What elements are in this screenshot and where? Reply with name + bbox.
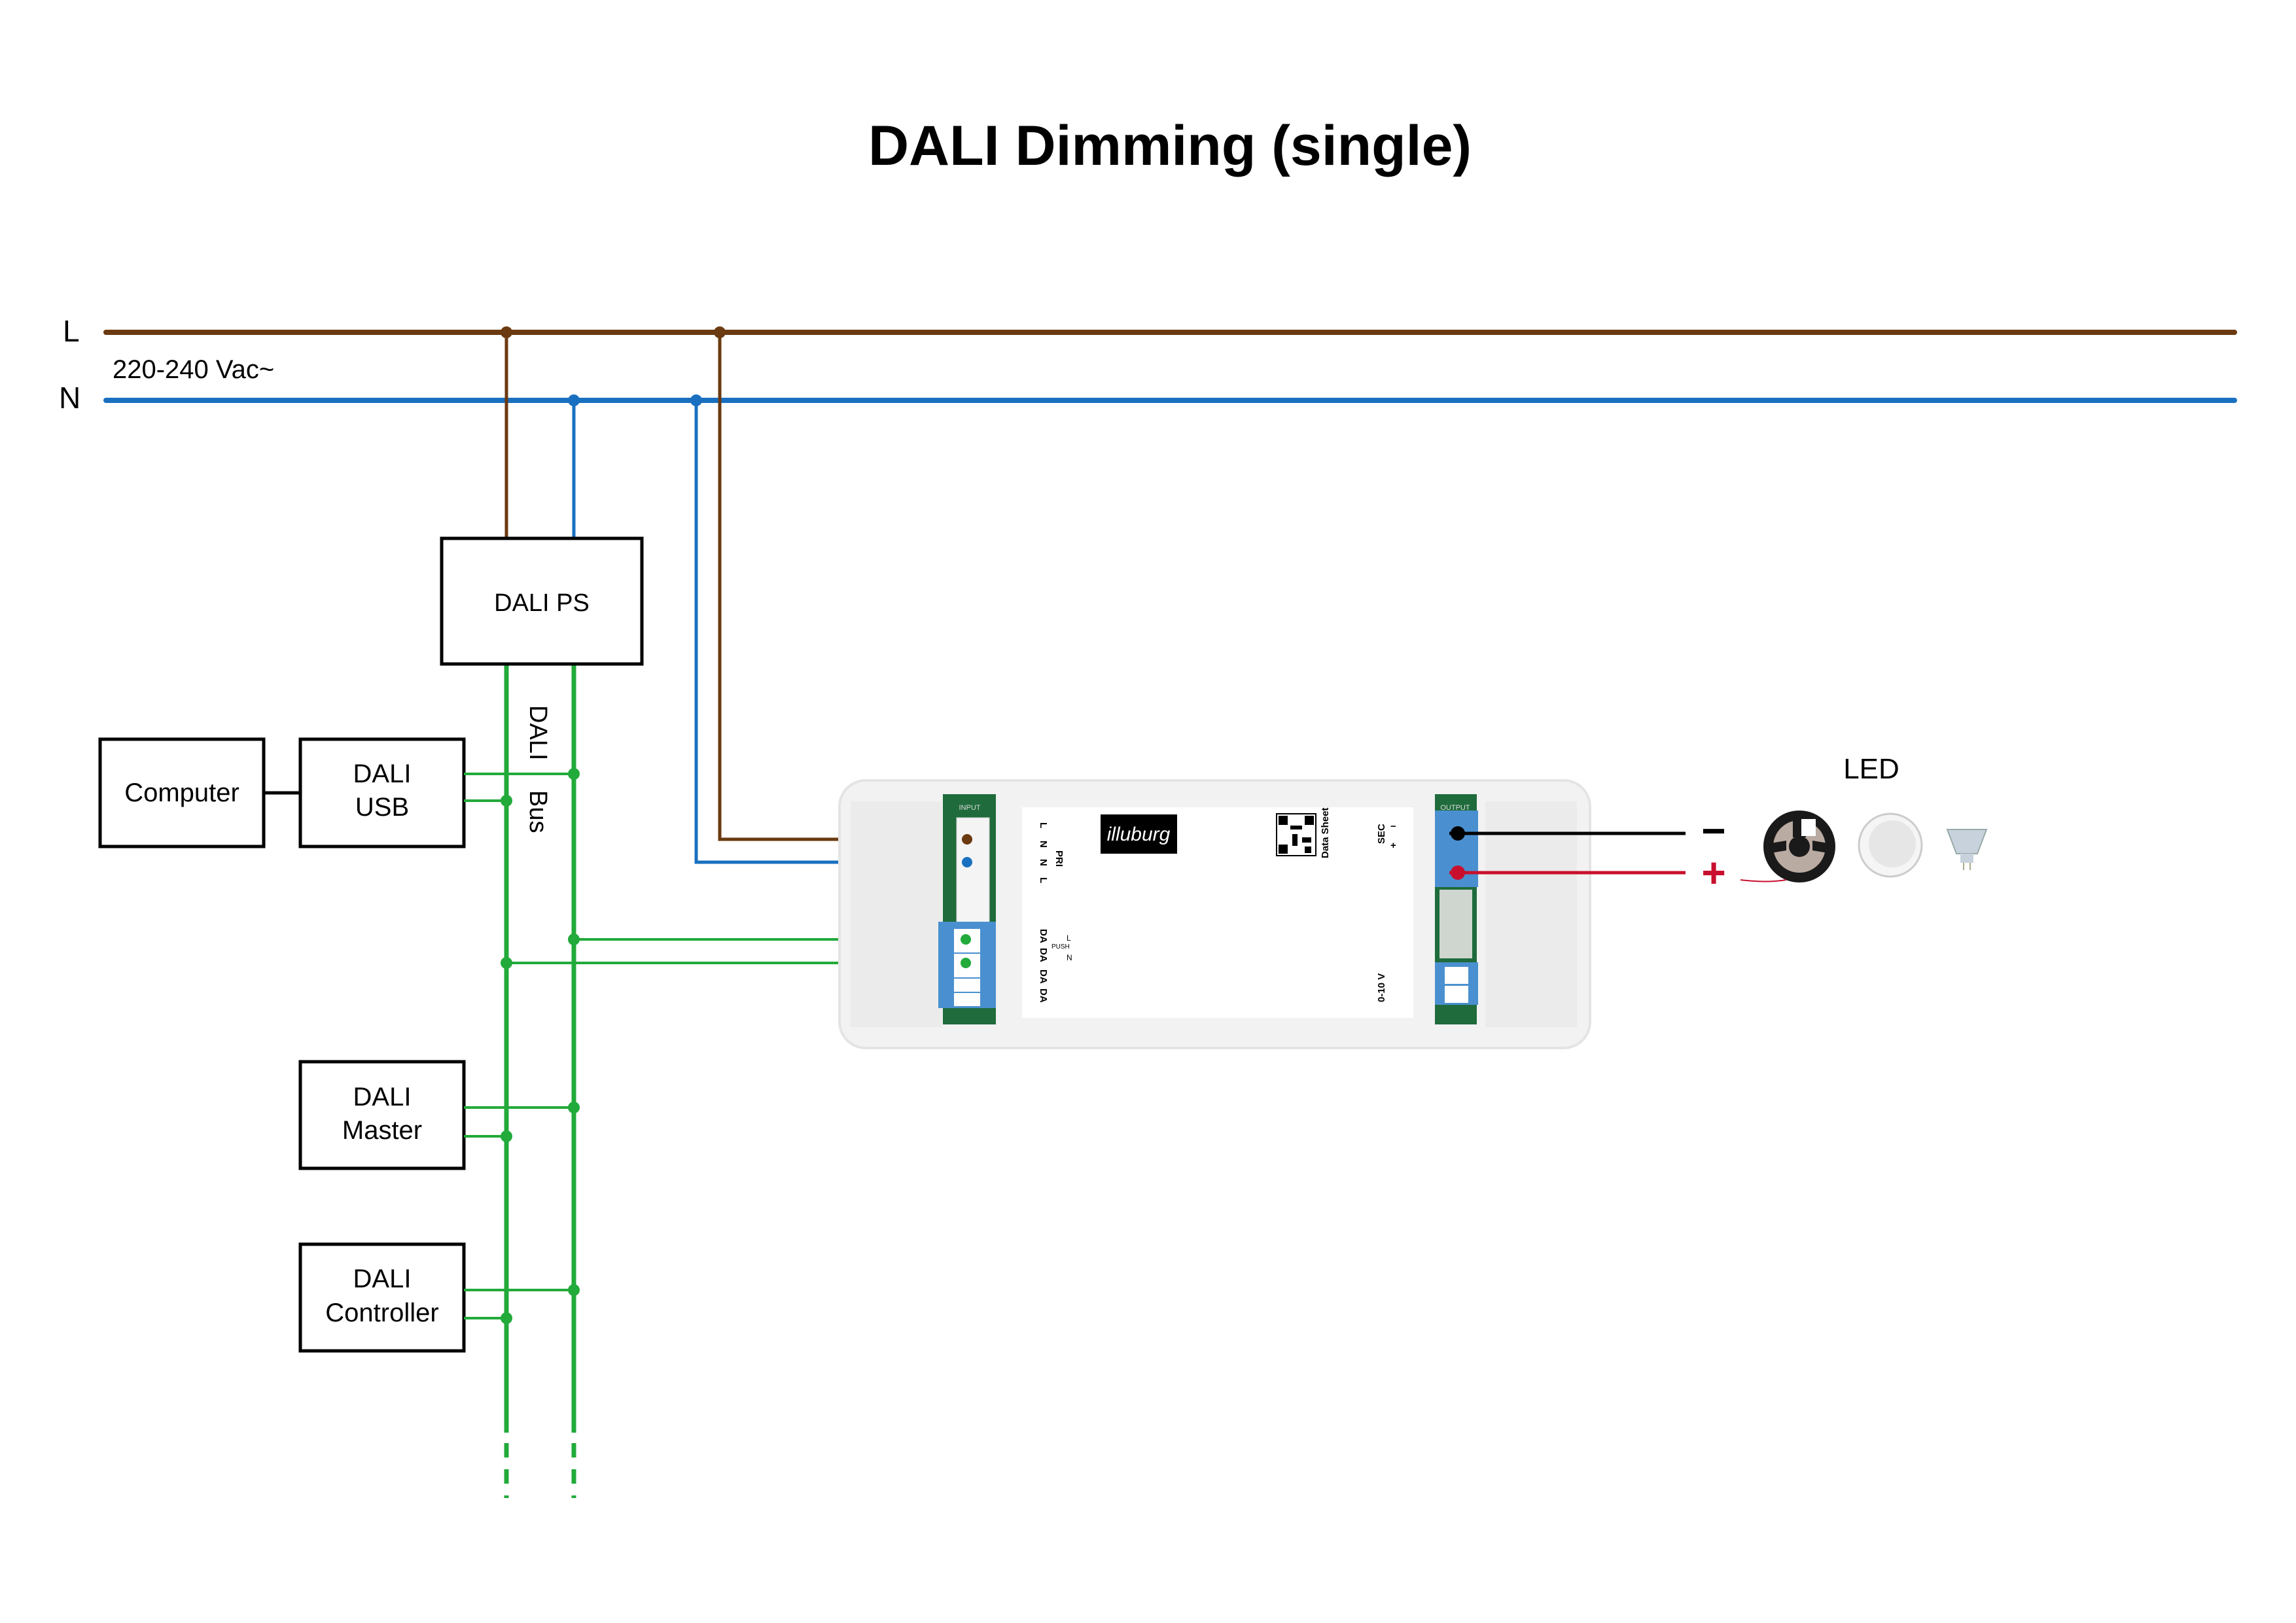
qr-code-icon [1276,813,1316,856]
dali-master-label: DALI [353,1083,412,1111]
computer-label: Computer [124,778,239,807]
junction-dot [714,326,726,338]
da-terminals: DA DA DA DA PUSH L N [1038,929,1072,1003]
diagram-title: DALI Dimming (single) [868,114,1472,177]
junction-dot [568,1284,580,1296]
dali-master-box [298,1060,466,1170]
positive-sign: + [1701,849,1725,896]
svg-text:+: + [1390,840,1396,851]
dali-ps-label: DALI PS [494,589,590,617]
dali-usb-label: USB [355,793,409,822]
junction-dot [568,1102,580,1113]
junction-dot [501,957,512,969]
svg-text:illuburg: illuburg [1107,824,1171,845]
terminal-dot [1451,826,1465,841]
junction-dot [501,795,512,807]
svg-text:INPUT: INPUT [959,804,981,812]
svg-text:DALI: DALI [524,705,552,760]
junction-dot [690,394,702,406]
junction-dot [568,934,580,945]
svg-text:DA: DA [1038,948,1049,962]
svg-text:−: − [1390,821,1396,832]
dali-ps-box [440,536,644,666]
svg-text:PUSH: PUSH [1051,943,1070,951]
mr16-bulb-icon [1946,829,1988,870]
datasheet-label: Data Sheet [1320,807,1331,858]
svg-text:DA: DA [1038,969,1049,984]
svg-text:DA: DA [1038,929,1049,943]
neutral-label: N [59,381,80,415]
junction-dot [568,768,580,780]
negative-sign: − [1701,807,1725,854]
bus-label: DALI Bus [524,705,552,833]
terminal-dot [962,834,972,845]
driver-live-feed [718,332,967,841]
junction-dot [501,1130,512,1142]
svg-text:L: L [1038,877,1049,883]
dali-controller-label: Controller [325,1299,438,1327]
dali-master-label: Master [342,1116,422,1145]
svg-text:L: L [1067,934,1071,943]
svg-text:SEC: SEC [1376,824,1387,844]
led-strip-reel-icon [1740,811,1835,882]
live-label: L [63,314,80,348]
junction-dot [501,326,512,338]
junction-dot [501,1312,512,1324]
terminal-dot [962,857,972,867]
voltage-label: 220-240 Vac~ [113,355,274,384]
svg-text:PRI: PRI [1053,850,1065,867]
svg-text:L: L [1038,822,1049,828]
svg-text:OUTPUT: OUTPUT [1440,804,1470,812]
dali-usb-box [298,737,466,848]
led-driver-device: INPUT OUTPUT illuburg Data Sheet PRI L N… [838,779,1591,1049]
dali-controller-box [298,1242,466,1353]
junction-dot [568,394,580,406]
dali-controller-label: DALI [353,1265,412,1293]
computer-box [98,737,266,848]
dali-usb-label: DALI [353,759,412,788]
downlight-icon [1858,812,1923,878]
brand-logo [1101,814,1177,854]
terminal-dot [1451,865,1465,880]
svg-text:N: N [1067,953,1072,962]
dim-0-10v-label: 0-10 V [1376,973,1387,1002]
svg-text:Bus: Bus [524,790,552,833]
terminal-dot [961,958,971,968]
svg-text:N: N [1038,859,1049,866]
terminal-dot [961,934,971,945]
svg-text:N: N [1038,841,1049,848]
pri-terminals: L N N L [1038,822,1049,883]
svg-text:DA: DA [1038,988,1049,1003]
led-label: LED [1843,753,1899,785]
driver-label-sticker [1022,807,1413,1018]
